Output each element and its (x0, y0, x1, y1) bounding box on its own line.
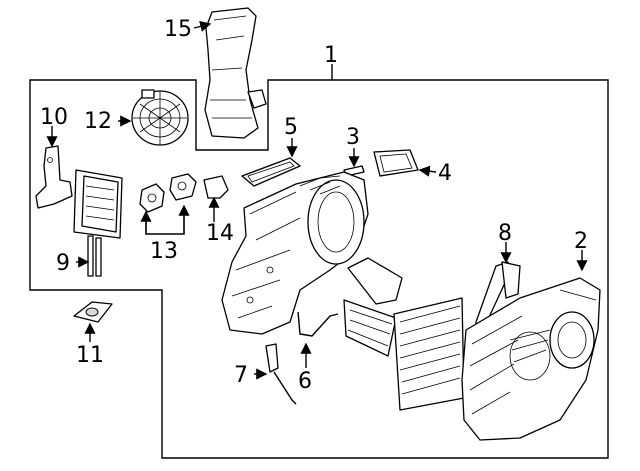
callout-3: 3 (346, 125, 360, 150)
blower-motor-part (131, 89, 189, 146)
leader-4 (418, 165, 437, 177)
callout-5: 5 (284, 115, 298, 140)
callout-7: 7 (234, 363, 248, 388)
leader-15 (193, 20, 212, 32)
heater-core-part (73, 169, 123, 277)
cover-plate-part (73, 301, 113, 323)
actuator-part-a (139, 183, 165, 213)
actuator-part-b (169, 173, 197, 201)
air-duct-part (204, 7, 267, 139)
hvac-case-left (221, 171, 369, 335)
seal-part (241, 157, 301, 187)
callout-9: 9 (56, 251, 70, 276)
sensor-part (203, 175, 229, 199)
callout-6: 6 (298, 369, 312, 394)
hvac-case-right (461, 277, 601, 441)
seal-ring-part (373, 149, 419, 177)
callout-14: 14 (206, 221, 234, 246)
drain-pipe-part (265, 343, 297, 405)
callout-10: 10 (40, 105, 68, 130)
evaporator-core-part (393, 297, 465, 411)
filter-part (343, 257, 403, 357)
callout-8: 8 (498, 221, 512, 246)
callout-1: 1 (324, 43, 338, 68)
assembly-boundary (29, 79, 609, 459)
callout-13: 13 (150, 239, 178, 264)
callout-12: 12 (84, 109, 112, 134)
callout-4: 4 (438, 161, 452, 186)
bracket-part (35, 145, 73, 209)
callout-2: 2 (574, 229, 588, 254)
callout-15: 15 (164, 17, 192, 42)
drain-hose-part (297, 311, 339, 337)
callout-11: 11 (76, 343, 104, 368)
